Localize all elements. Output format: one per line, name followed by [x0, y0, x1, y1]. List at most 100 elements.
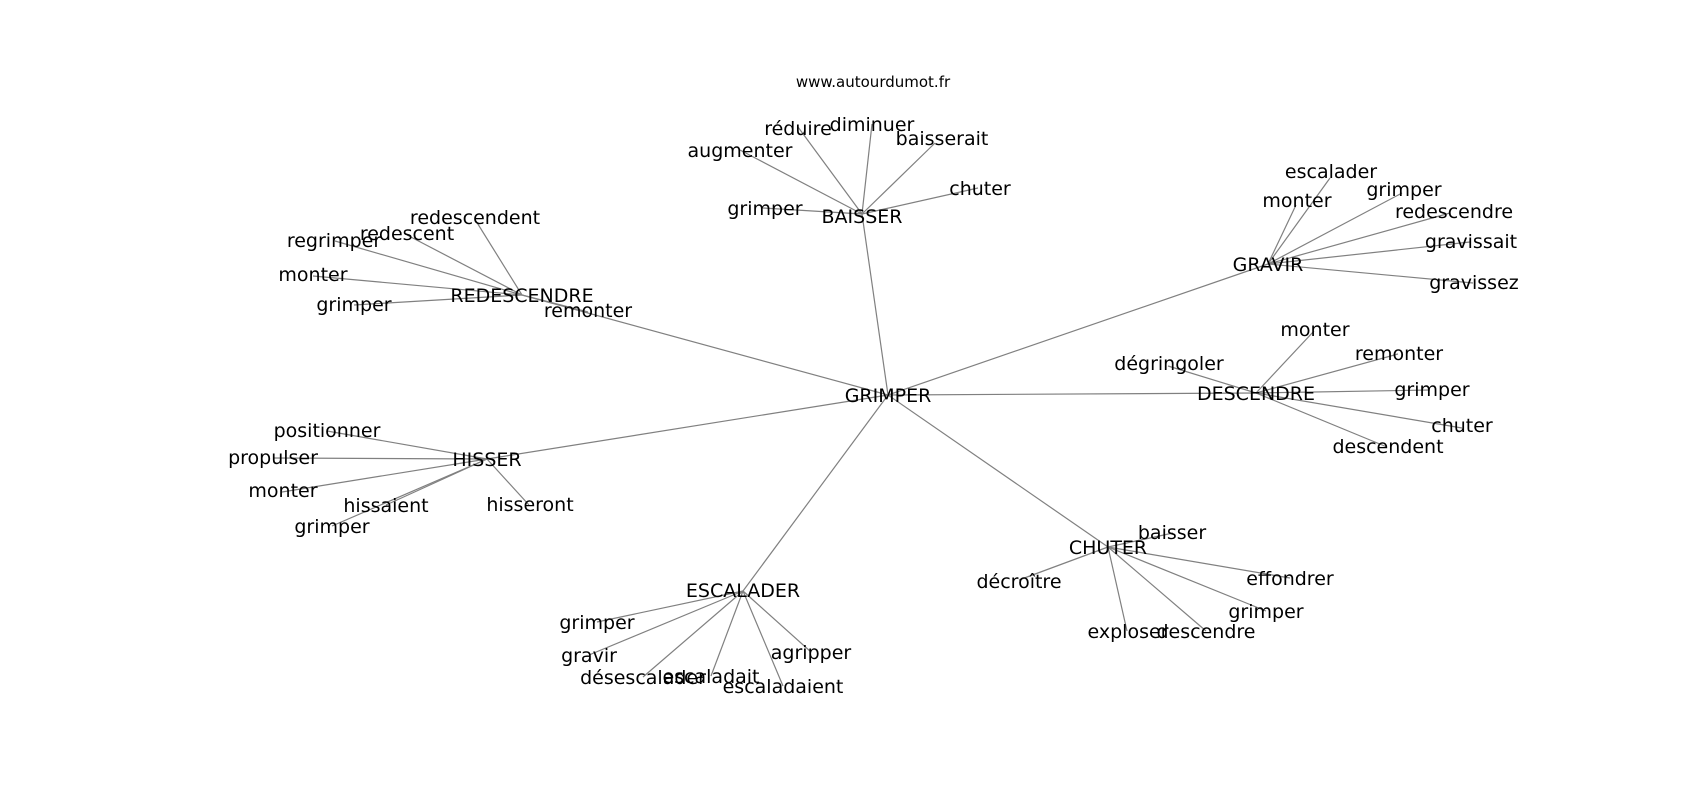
edge-descendre-leaf [1255, 389, 1431, 394]
leaf-node-label: hissaient [343, 495, 428, 517]
edge-redescendre-leaf [312, 275, 523, 296]
leaf-node-label: effondrer [1246, 568, 1334, 590]
edge-hisser-leaf [281, 458, 488, 493]
edge-gravir-leaf [1267, 192, 1403, 265]
leaf-node-label: monter [278, 264, 347, 286]
edge-escalader-leaf [742, 590, 812, 653]
edge-center-chuter [887, 394, 1109, 548]
edge-descendre-leaf [1255, 392, 1388, 448]
leaf-node-label: gravissait [1425, 231, 1517, 253]
leaf-node-label: agripper [771, 642, 852, 664]
cluster-node-label: BAISSER [822, 206, 903, 228]
edge-descendre-leaf [1255, 353, 1399, 394]
leaf-node-label: escalader [1285, 161, 1377, 183]
edge-baisser-leaf [762, 207, 863, 215]
leaf-node-label: exploser [1088, 621, 1169, 643]
leaf-node-label: grimper [727, 198, 802, 220]
leaf-node-label: grimper [559, 612, 634, 634]
edge-escalader-leaf [642, 590, 744, 678]
leaf-node-label: propulser [228, 447, 318, 469]
leaf-node-label: hisseront [486, 494, 573, 516]
leaf-node-label: descendre [1157, 621, 1256, 643]
leaf-node-label: remonter [544, 300, 632, 322]
edge-center-descendre [887, 392, 1257, 396]
edge-hisser-leaf [486, 458, 530, 506]
edge-center-escalader [742, 394, 889, 592]
edge-baisser-leaf [861, 123, 873, 215]
edge-center-redescendre [521, 294, 889, 396]
edge-gravir-leaf [1267, 204, 1297, 265]
leaf-node-label: grimper [1394, 379, 1469, 401]
edge-baisser-leaf [861, 187, 979, 215]
edge-center-hisser [486, 394, 889, 460]
leaf-node-label: augmenter [688, 140, 793, 162]
leaf-node-label: grimper [1228, 601, 1303, 623]
edge-redescendre-leaf [475, 220, 523, 296]
edge-gravir-leaf [1267, 263, 1474, 284]
edge-center-gravir [887, 263, 1269, 396]
graph-labels: www.autourdumot.fr GRIMPER BAISSER rédui… [228, 73, 1519, 698]
edge-hisser-leaf [331, 458, 488, 527]
edge-chuter-leaf [1107, 546, 1128, 632]
edge-redescendre-leaf [334, 240, 523, 296]
cluster-node-label: DESCENDRE [1197, 383, 1315, 405]
center-node-label: GRIMPER [845, 385, 932, 407]
edge-gravir-leaf [1267, 241, 1471, 265]
leaf-node-label: regrimper [287, 230, 381, 252]
edge-chuter-leaf [1018, 546, 1109, 581]
edge-descendre-leaf [1255, 392, 1463, 429]
edge-descendre-leaf [1167, 365, 1257, 394]
leaf-node-label: diminuer [830, 114, 915, 136]
edge-escalader-leaf [588, 590, 744, 656]
leaf-node-label: escaladaient [723, 676, 844, 698]
edge-baisser-leaf [861, 142, 936, 215]
leaf-node-label: escaladait [662, 666, 759, 688]
edge-center-baisser [861, 213, 889, 396]
leaf-node-label: dégringoler [1114, 353, 1224, 375]
edge-redescendre-leaf [521, 294, 589, 313]
edge-escalader-leaf [742, 590, 784, 687]
leaf-node-label: monter [1280, 319, 1349, 341]
edge-gravir-leaf [1267, 177, 1331, 265]
leaf-node-label: baisserait [896, 128, 989, 150]
leaf-node-label: réduire [764, 118, 832, 140]
edge-hisser-leaf [326, 430, 488, 460]
leaf-node-label: grimper [316, 294, 391, 316]
leaf-node-label: redescent [360, 223, 454, 245]
edge-baisser-leaf [797, 126, 863, 215]
cluster-node-label: CHUTER [1069, 537, 1147, 559]
leaf-node-label: désescalader [580, 667, 706, 689]
leaf-node-label: monter [1262, 190, 1331, 212]
leaf-node-label: remonter [1355, 343, 1443, 365]
cluster-node-label: REDESCENDRE [450, 285, 593, 307]
leaf-node-label: gravissez [1429, 272, 1519, 294]
edge-baisser-leaf [739, 149, 863, 215]
edge-escalader-leaf [710, 590, 744, 677]
edge-gravir-leaf [1267, 212, 1451, 265]
source-watermark: www.autourdumot.fr [796, 73, 951, 91]
leaf-node-label: décroître [976, 571, 1061, 593]
cluster-node-label: GRAVIR [1233, 254, 1304, 276]
leaf-node-label: grimper [294, 516, 369, 538]
leaf-node-label: redescendre [1395, 201, 1513, 223]
leaf-node-label: gravir [561, 645, 617, 667]
leaf-node-label: chuter [1431, 415, 1493, 437]
edge-chuter-leaf [1107, 532, 1174, 548]
graph-edges [273, 123, 1474, 687]
edge-redescendre-leaf [406, 234, 523, 296]
leaf-node-label: redescendent [410, 207, 540, 229]
cluster-node-label: HISSER [452, 449, 521, 471]
leaf-node-label: monter [248, 480, 317, 502]
leaf-node-label: baisser [1138, 522, 1206, 544]
edge-hisser-leaf [273, 457, 488, 460]
cluster-node-label: ESCALADER [686, 580, 800, 602]
edge-escalader-leaf [596, 590, 744, 623]
leaf-node-label: grimper [1366, 179, 1441, 201]
edge-chuter-leaf [1107, 546, 1207, 632]
leaf-node-label: descendent [1332, 436, 1443, 458]
edge-redescendre-leaf [353, 294, 523, 306]
leaf-node-label: chuter [949, 178, 1011, 200]
edge-chuter-leaf [1107, 546, 1291, 579]
edge-descendre-leaf [1255, 330, 1315, 394]
